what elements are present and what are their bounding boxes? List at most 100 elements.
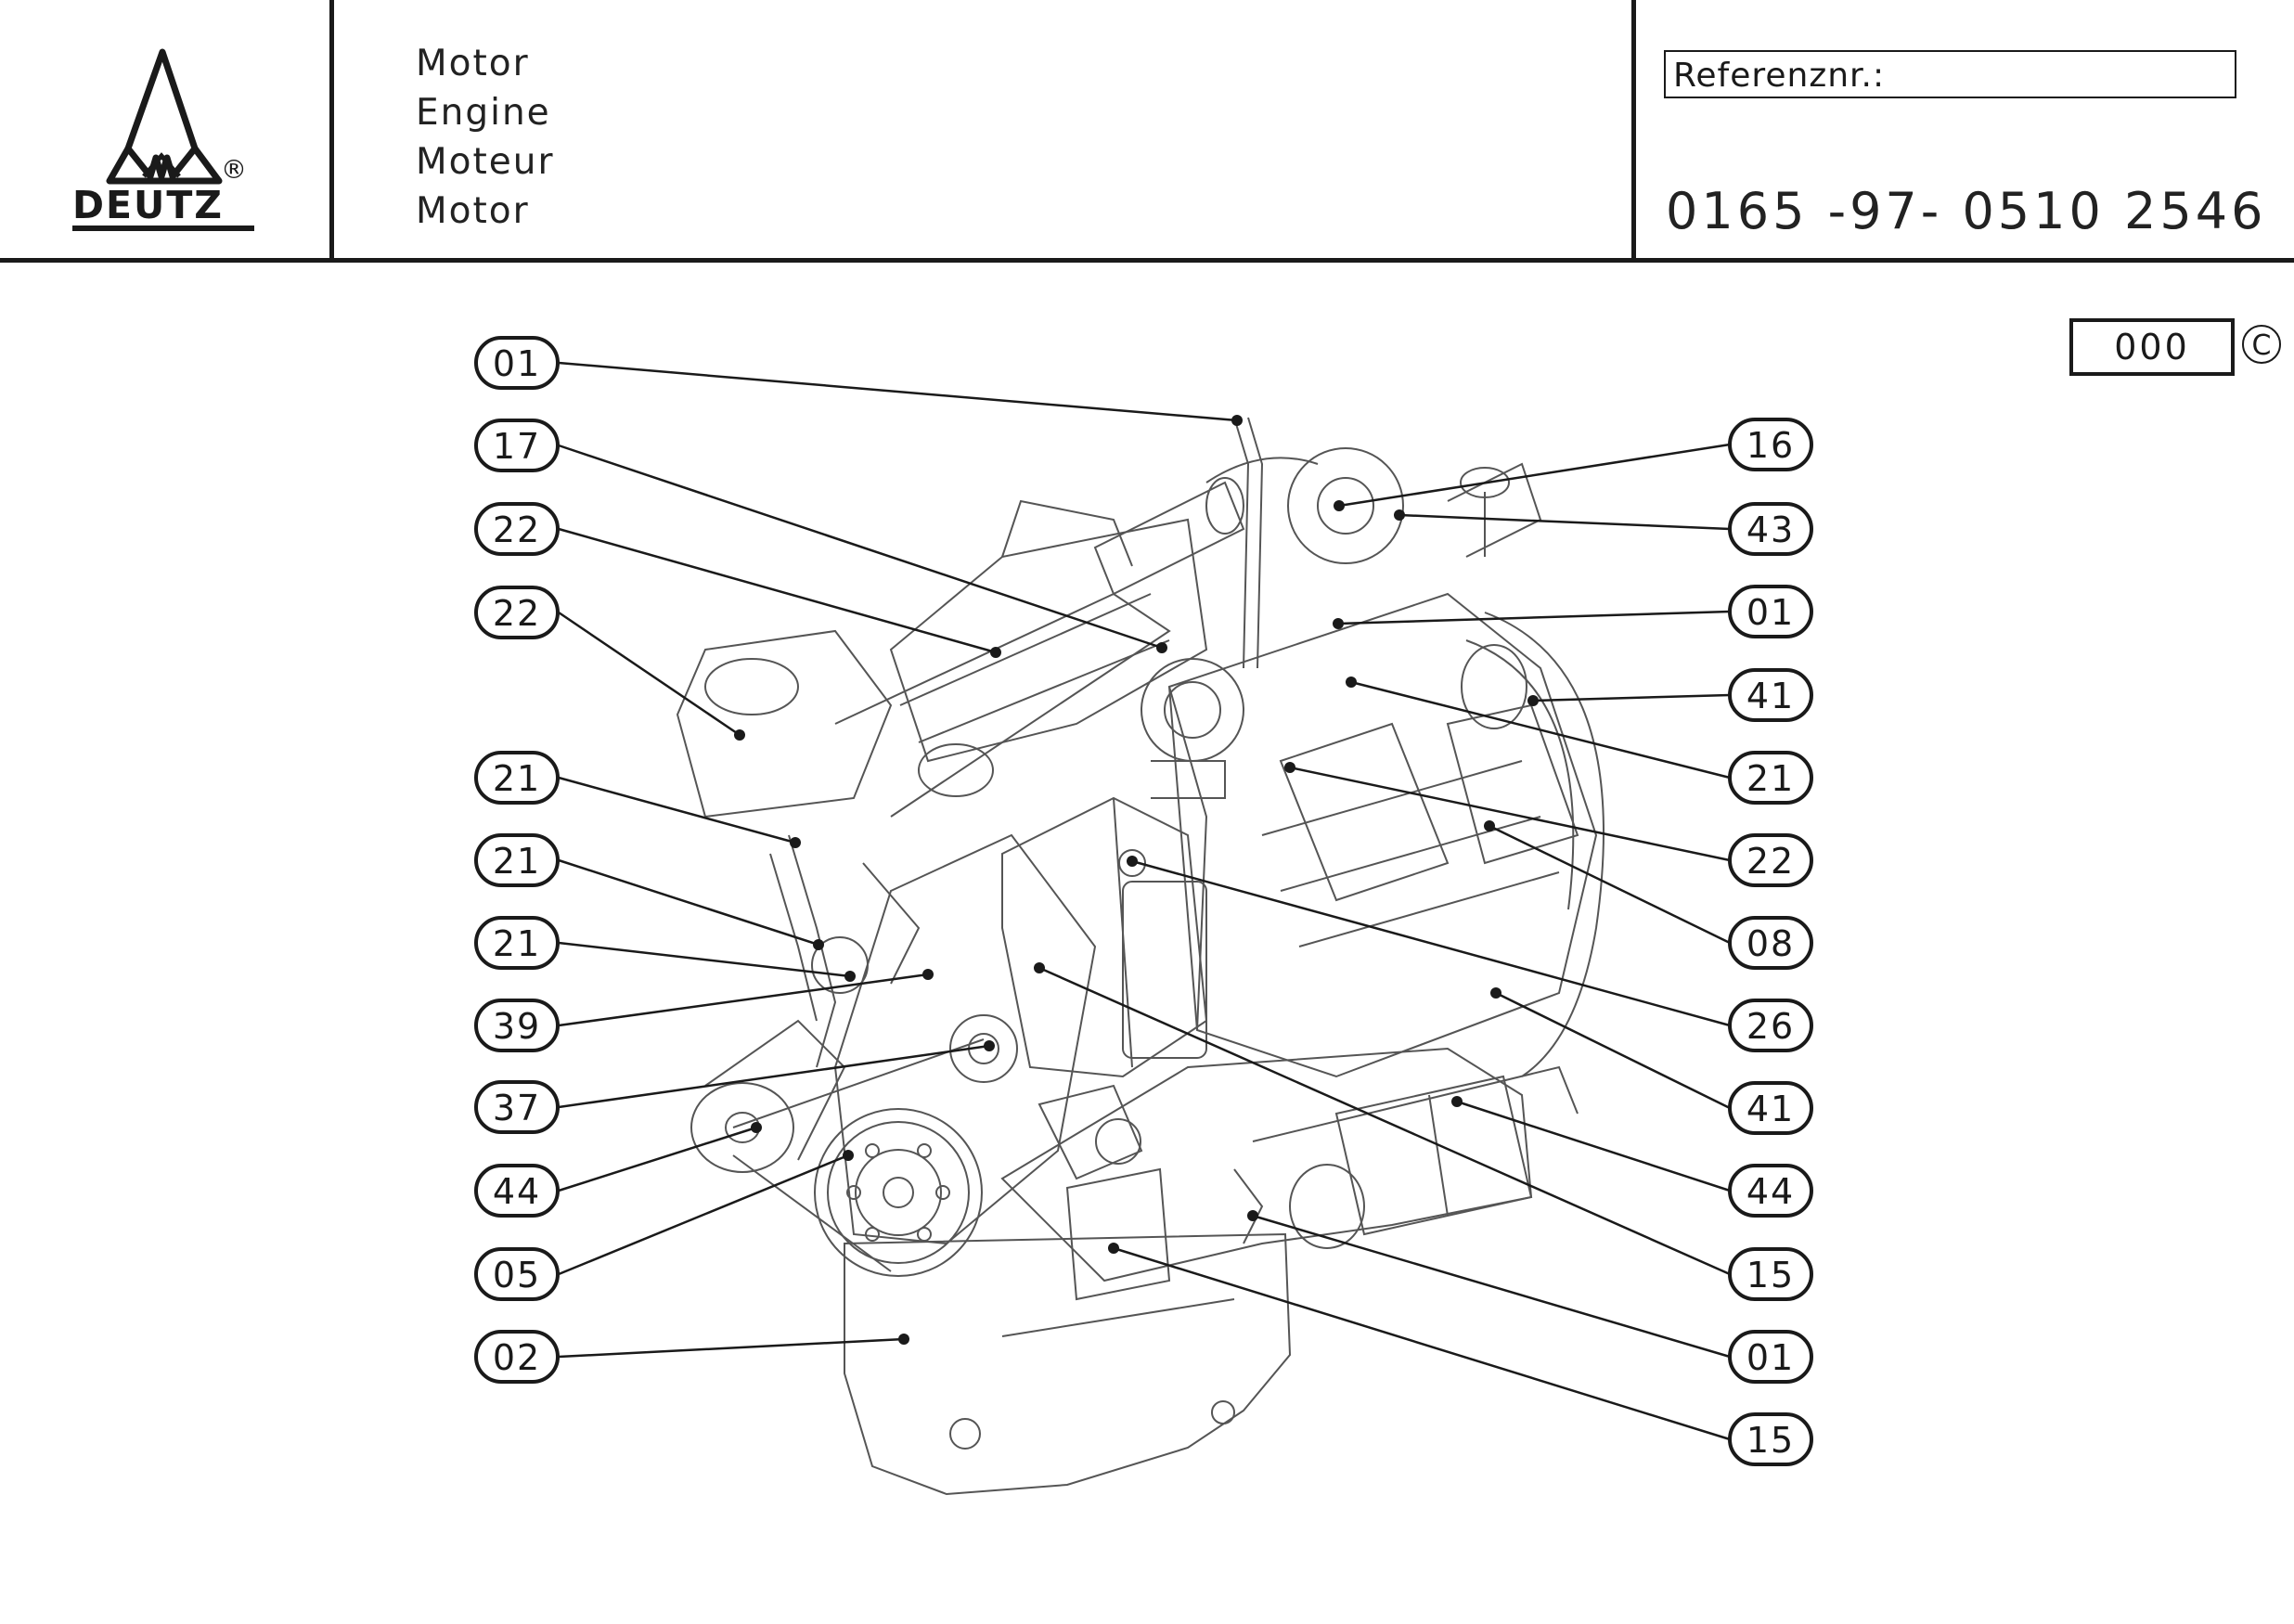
leader-left-3 [558,611,741,737]
callout-left-4: 21 [474,751,560,805]
leader-right-5-point [1284,762,1295,773]
callout-right-11: 01 [1728,1330,1813,1384]
callout-left-8-label: 37 [493,1088,541,1128]
title-english: Engine [416,92,551,134]
leader-left-9 [558,1126,757,1192]
leader-left-10 [558,1154,849,1276]
leader-left-7-point [922,969,934,980]
callout-right-1: 43 [1728,502,1813,556]
callout-right-4: 21 [1728,751,1813,805]
header-divider-left [329,0,334,262]
leader-right-4 [1350,680,1731,780]
callout-left-2-label: 22 [493,509,541,550]
callout-right-7: 26 [1728,999,1813,1052]
leader-right-6-point [1484,820,1495,831]
leader-right-11 [1252,1214,1731,1359]
leader-right-3-point [1527,695,1539,706]
callout-left-0: 01 [474,336,560,390]
callout-left-5: 21 [474,833,560,887]
leader-left-11-point [898,1334,909,1345]
title-spanish: Motor [416,190,530,232]
leader-right-1-point [1394,509,1405,521]
leader-right-8 [1495,991,1731,1110]
callout-right-12-label: 15 [1746,1420,1795,1461]
title-french: Moteur [416,141,555,183]
leader-right-2-point [1333,618,1344,629]
callout-left-0-label: 01 [493,343,541,384]
callout-right-8: 41 [1728,1081,1813,1135]
brand-name: DEUTZ [72,183,225,227]
leader-left-0-point [1231,415,1243,426]
leader-right-9 [1456,1100,1731,1192]
leader-left-0 [558,361,1238,422]
callout-left-6: 21 [474,916,560,970]
callout-left-3: 22 [474,586,560,639]
callout-right-0: 16 [1728,418,1813,471]
callout-right-3: 41 [1728,668,1813,722]
deutz-logo-icon [106,48,223,185]
leader-right-1 [1398,513,1731,531]
brand-underline [72,226,254,231]
callout-left-9-label: 44 [493,1171,541,1212]
callout-right-10: 15 [1728,1247,1813,1301]
leader-left-4 [558,776,796,844]
callout-right-5-label: 22 [1746,841,1795,882]
reference-label-box: Referenznr.: [1664,50,2236,98]
registered-mark: ® [221,154,247,185]
callout-left-4-label: 21 [493,758,541,799]
callout-left-1-label: 17 [493,426,541,467]
page-code-box: 000 [2069,318,2235,376]
leader-left-1-point [1156,642,1167,653]
leader-right-6 [1489,824,1731,945]
callout-left-10-label: 05 [493,1255,541,1295]
callout-right-9-label: 44 [1746,1171,1795,1212]
leader-left-11 [558,1337,905,1359]
leader-left-2-point [990,647,1001,658]
leader-right-8-point [1490,987,1501,999]
callout-left-5-label: 21 [493,841,541,882]
callout-right-3-label: 41 [1746,676,1795,716]
engine-illustration [676,417,1605,1496]
leader-left-9-point [751,1122,762,1133]
callout-left-8: 37 [474,1080,560,1134]
leader-left-8-point [984,1040,995,1051]
callout-right-7-label: 26 [1746,1006,1795,1047]
leader-right-2 [1337,610,1731,625]
leader-right-7-point [1127,856,1138,867]
leader-right-3 [1532,693,1731,702]
callout-right-5: 22 [1728,833,1813,887]
title-german: Motor [416,43,530,84]
callout-right-9: 44 [1728,1164,1813,1218]
leader-right-7 [1131,859,1731,1027]
leader-right-4-point [1346,677,1357,688]
leader-points [734,415,1539,1345]
callout-right-10-label: 15 [1746,1255,1795,1295]
callout-right-2-label: 01 [1746,592,1795,633]
leader-right-0-point [1334,500,1345,511]
callout-right-11-label: 01 [1746,1337,1795,1378]
leader-right-11-point [1247,1210,1258,1221]
header-divider-right [1631,0,1636,262]
leader-left-5-point [813,939,824,950]
leader-right-12-point [1108,1243,1119,1254]
callout-left-7: 39 [474,999,560,1052]
callout-right-12: 15 [1728,1412,1813,1466]
callout-left-7-label: 39 [493,1006,541,1047]
callout-left-3-label: 22 [493,593,541,634]
leader-left-6-point [844,971,856,982]
leader-left-8 [558,1044,990,1109]
leader-left-7 [558,973,929,1027]
leader-right-12 [1113,1246,1731,1441]
leader-right-5 [1289,766,1731,862]
callout-left-1: 17 [474,419,560,472]
callout-left-11-label: 02 [493,1337,541,1378]
leader-left-6 [558,941,851,978]
callout-right-6: 08 [1728,916,1813,970]
leader-left-3-point [734,729,745,741]
leader-left-10-point [843,1150,854,1161]
header-bottom-rule [0,258,2294,263]
callout-right-2: 01 [1728,585,1813,638]
callout-left-6-label: 21 [493,923,541,964]
